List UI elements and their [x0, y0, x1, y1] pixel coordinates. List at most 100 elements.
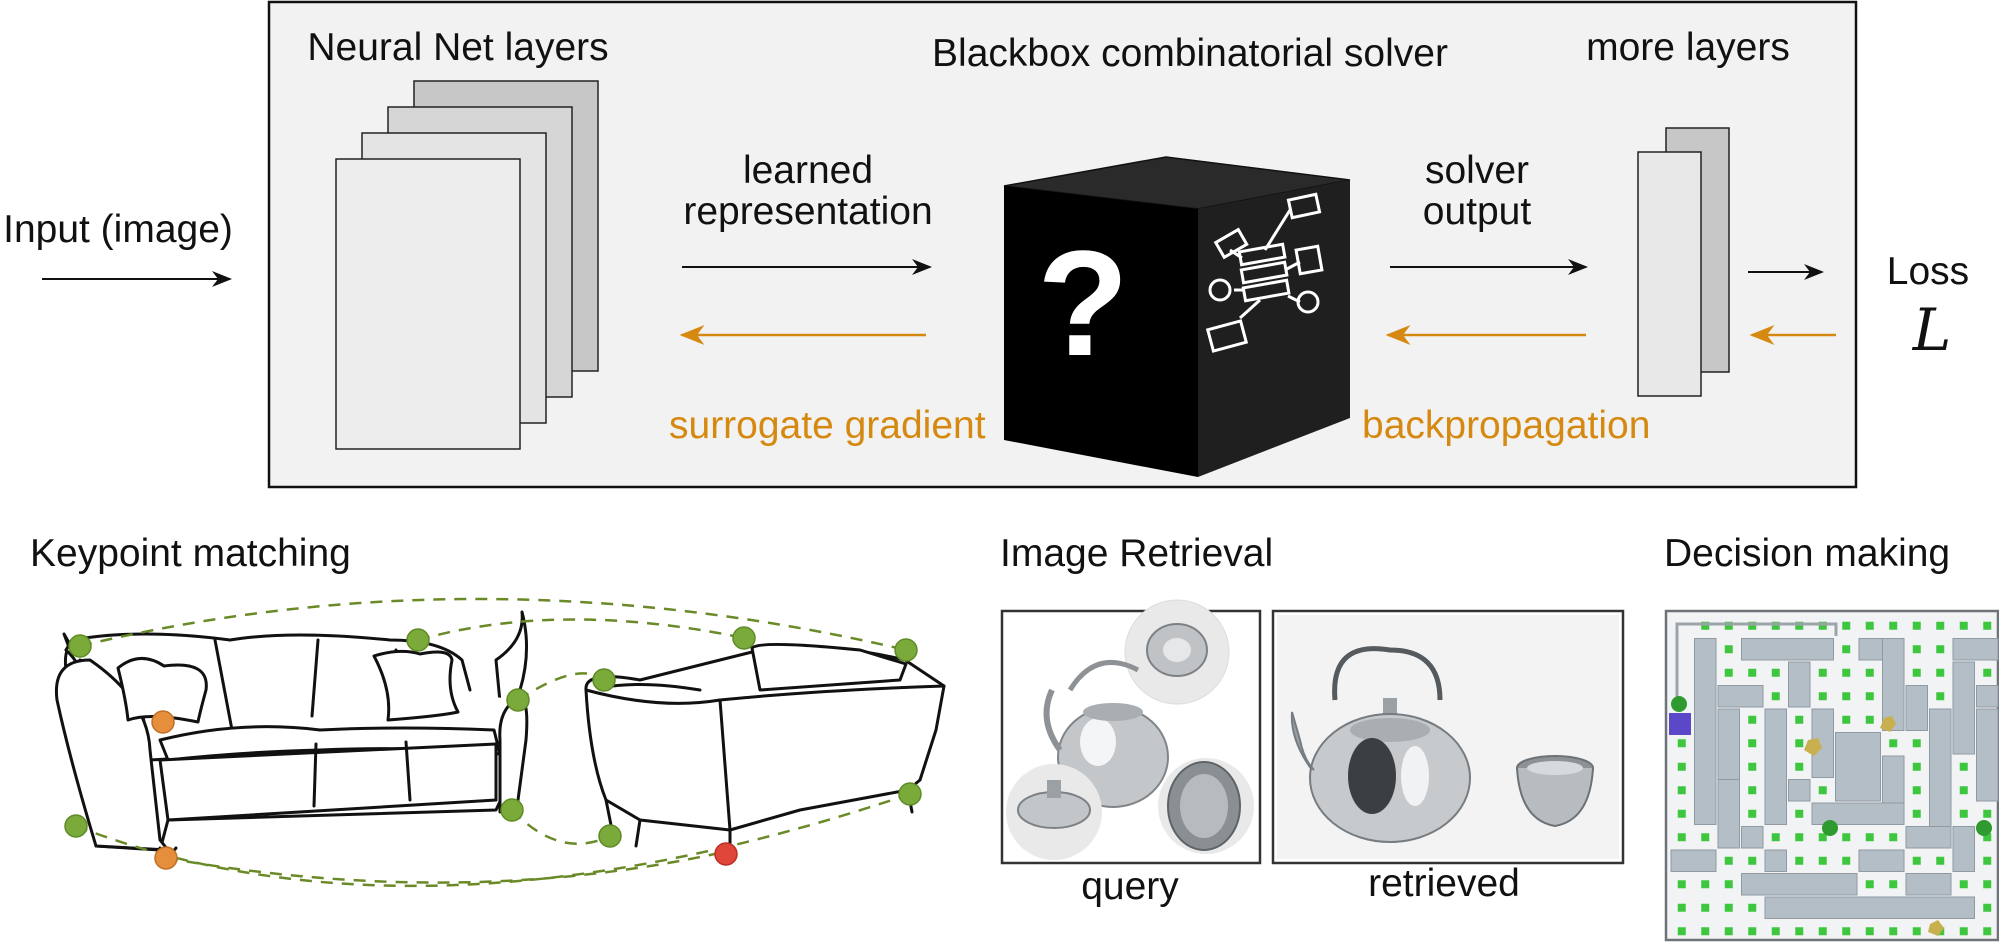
pellet	[1724, 856, 1733, 865]
pellet	[1818, 786, 1827, 795]
pellet	[1795, 809, 1804, 818]
pellet	[1889, 621, 1898, 630]
pellet	[1701, 903, 1710, 912]
sofa-drawing	[54, 610, 529, 862]
surrogate-gradient-label: surrogate gradient	[669, 404, 986, 447]
power-pellet	[1822, 820, 1838, 836]
pellet	[1818, 927, 1827, 936]
maze-wall	[1717, 685, 1764, 708]
maze-wall	[1976, 685, 1999, 708]
pellet	[1795, 856, 1804, 865]
pellet	[1983, 856, 1992, 865]
pellet	[1912, 809, 1921, 818]
blackbox-cube: ?	[1003, 156, 1351, 477]
solver-output-line1: solver	[1425, 149, 1529, 192]
pellet	[1983, 903, 1992, 912]
flowchart-icon	[1205, 192, 1324, 353]
pellet	[1889, 927, 1898, 936]
pellet	[1842, 856, 1851, 865]
keypoint-orange	[151, 710, 175, 734]
keypoint-title: Keypoint matching	[30, 532, 351, 575]
pellet	[1842, 621, 1851, 630]
input-label: Input (image)	[3, 208, 233, 251]
maze-grid	[1664, 609, 1999, 942]
maze-wall	[1882, 638, 1905, 731]
pellet	[1983, 927, 1992, 936]
maze-walls	[1670, 638, 1999, 919]
maze-wall	[1788, 779, 1811, 802]
pellet	[1818, 621, 1827, 630]
pellet	[1889, 739, 1898, 748]
pellet	[1724, 927, 1733, 936]
pellet	[1701, 621, 1710, 630]
pellet	[1912, 762, 1921, 771]
pellet	[1701, 833, 1710, 842]
pellet	[1748, 786, 1757, 795]
pellet	[1724, 621, 1733, 630]
query-image	[1000, 599, 1262, 865]
maze-wall	[1835, 732, 1881, 802]
pellet	[1771, 833, 1780, 842]
pellet	[1865, 715, 1874, 724]
pellet	[1889, 880, 1898, 889]
maze-wall	[1694, 638, 1717, 825]
decision-title: Decision making	[1664, 532, 1950, 575]
pellet	[1701, 880, 1710, 889]
backpropagation-label: backpropagation	[1362, 404, 1650, 447]
solver-output-line2: output	[1423, 190, 1532, 233]
more-layers-label: more layers	[1586, 26, 1790, 69]
pellet	[1865, 880, 1874, 889]
maze-wall	[1858, 849, 1905, 872]
player-marker	[1671, 696, 1687, 712]
keypoint-green	[732, 626, 756, 650]
pellet	[1959, 927, 1968, 936]
maze-wall	[1811, 802, 1905, 825]
pellet	[1912, 739, 1921, 748]
pellet	[1959, 809, 1968, 818]
pellet	[1865, 621, 1874, 630]
pellet	[1865, 833, 1874, 842]
pellet	[1748, 715, 1757, 724]
pellet	[1936, 645, 1945, 654]
pellet	[1865, 927, 1874, 936]
retrieved-image	[1271, 609, 1625, 865]
keypoint-orange	[154, 846, 178, 870]
pellet	[1677, 809, 1686, 818]
solver-label: Blackbox combinatorial solver	[932, 32, 1448, 75]
maze-wall	[1952, 826, 1975, 872]
pellet	[1865, 668, 1874, 677]
pellet	[1912, 668, 1921, 677]
pellet	[1818, 856, 1827, 865]
pellet	[1983, 809, 1992, 818]
pellet	[1912, 786, 1921, 795]
pellet	[1677, 903, 1686, 912]
pellet	[1795, 762, 1804, 771]
loss-symbol: L	[1912, 296, 1952, 364]
chair-drawing	[584, 642, 946, 848]
pellet	[1795, 739, 1804, 748]
more-layers-stack	[1637, 127, 1730, 397]
pellet	[1818, 692, 1827, 701]
pellet	[1842, 668, 1851, 677]
pellet	[1959, 762, 1968, 771]
pellet	[1795, 621, 1804, 630]
ghost-marker	[1928, 920, 1944, 936]
keypoint-green	[68, 634, 92, 658]
pellet	[1936, 621, 1945, 630]
pellet	[1842, 833, 1851, 842]
maze-wall	[1952, 638, 1999, 661]
pellet	[1795, 715, 1804, 724]
maze-path	[1675, 622, 1838, 700]
pellet	[1842, 645, 1851, 654]
pellet	[1865, 692, 1874, 701]
keypoint-green	[406, 628, 430, 652]
learned-line1: learned	[743, 149, 873, 192]
pellet	[1795, 833, 1804, 842]
keypoints	[64, 626, 922, 870]
pellet	[1912, 621, 1921, 630]
pellet	[1724, 880, 1733, 889]
pellet	[1677, 927, 1686, 936]
pellet	[1959, 786, 1968, 795]
keypoint-green	[894, 638, 918, 662]
nn-layers-label: Neural Net layers	[307, 26, 608, 69]
